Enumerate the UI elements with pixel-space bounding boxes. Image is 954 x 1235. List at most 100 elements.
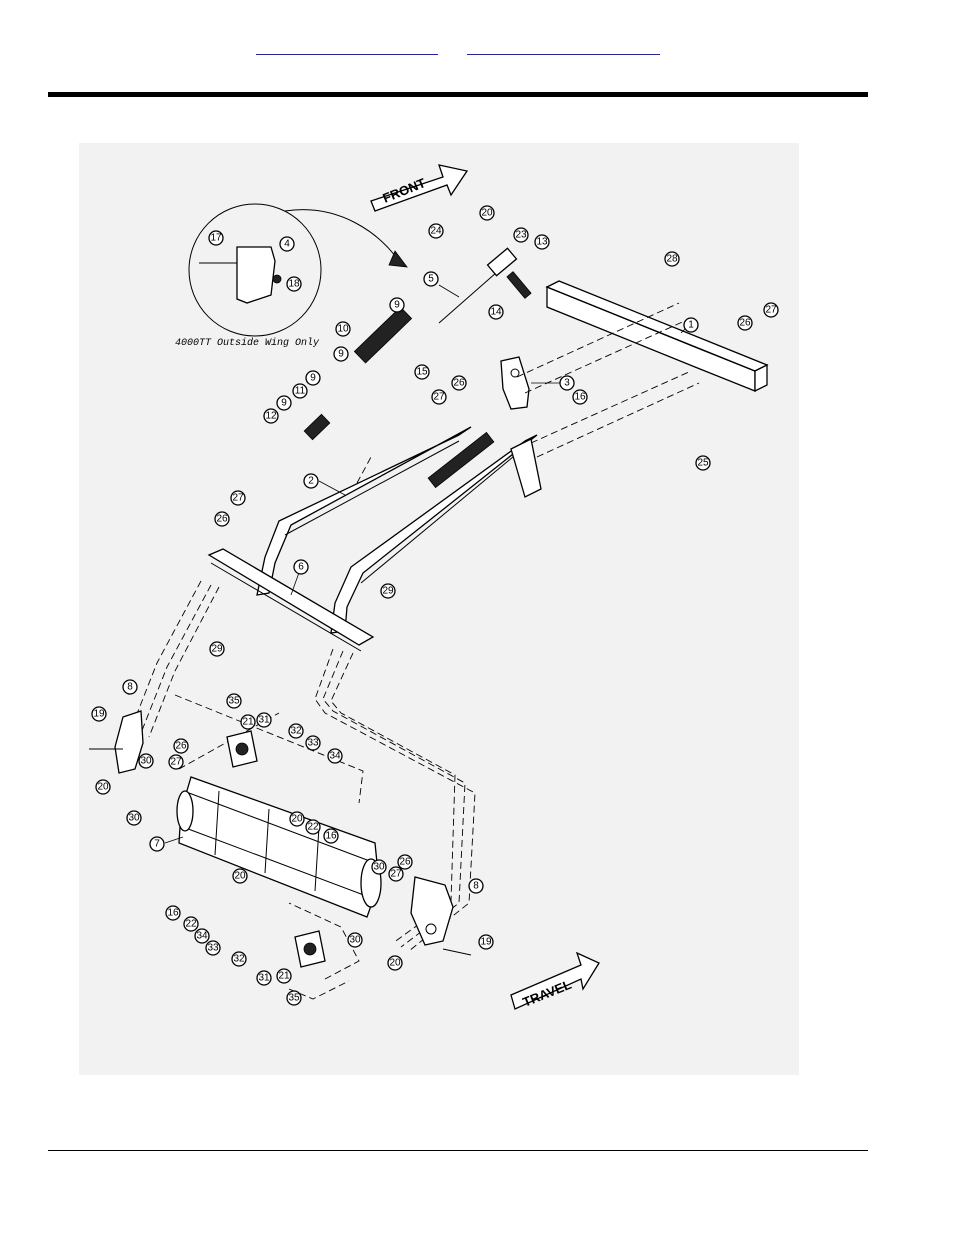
svg-text:1: 1: [688, 320, 694, 331]
svg-text:33: 33: [207, 943, 219, 954]
svg-text:30: 30: [140, 756, 152, 767]
callout-23: 23: [513, 227, 529, 243]
callout-29a: 29: [209, 641, 225, 657]
svg-text:26: 26: [216, 514, 228, 525]
callout-22a: 22: [305, 819, 321, 835]
svg-text:34: 34: [329, 751, 341, 762]
svg-text:27: 27: [390, 869, 402, 880]
callout-5: 5: [423, 271, 460, 298]
svg-text:34: 34: [196, 931, 208, 942]
svg-text:14: 14: [490, 307, 502, 318]
svg-text:24: 24: [430, 226, 442, 237]
callout-26a: 26: [737, 315, 753, 331]
callout-30a: 30: [138, 753, 154, 769]
parts-diagram: FRONT 4000TT Outside Wing Only: [79, 143, 799, 1075]
svg-text:16: 16: [574, 392, 586, 403]
svg-text:21: 21: [242, 717, 254, 728]
svg-text:9: 9: [310, 373, 316, 384]
travel-arrow: TRAVEL: [510, 951, 600, 1010]
callout-1: 1: [680, 317, 699, 334]
callout-8b: 8: [468, 878, 484, 894]
svg-text:20: 20: [291, 814, 303, 825]
callout-34a: 34: [327, 748, 343, 764]
svg-text:26: 26: [399, 857, 411, 868]
callout-31b: 31: [256, 970, 272, 986]
callout-18: 18: [286, 276, 302, 292]
callout-30d: 30: [347, 932, 363, 948]
callout-27b: 27: [431, 389, 447, 405]
callout-27d: 27: [168, 754, 184, 770]
front-arrow: FRONT: [370, 164, 469, 212]
callout-21b: 21: [276, 968, 292, 984]
svg-text:4: 4: [284, 239, 290, 250]
svg-text:29: 29: [382, 586, 394, 597]
callout-27a: 27: [763, 302, 779, 318]
svg-text:26: 26: [175, 741, 187, 752]
svg-text:27: 27: [232, 493, 244, 504]
arm-left: [256, 426, 472, 596]
svg-text:33: 33: [307, 738, 319, 749]
callout-10: 10: [335, 321, 351, 337]
callout-16c: 16: [165, 905, 181, 921]
svg-text:17: 17: [210, 233, 222, 244]
header-links: [0, 40, 954, 60]
callout-11: 11: [292, 383, 308, 399]
callout-20b: 20: [95, 779, 111, 795]
svg-text:26: 26: [739, 318, 751, 329]
callout-29b: 29: [380, 583, 396, 599]
svg-text:7: 7: [154, 839, 160, 850]
callout-7: 7: [149, 836, 184, 852]
callout-26d: 26: [173, 738, 189, 754]
callout-16b: 16: [323, 828, 339, 844]
arm-right: [330, 434, 542, 634]
callout-14: 14: [488, 304, 504, 320]
svg-text:8: 8: [127, 682, 133, 693]
svg-text:16: 16: [167, 908, 179, 919]
svg-text:35: 35: [228, 696, 240, 707]
header-link-right[interactable]: [467, 40, 660, 55]
svg-text:32: 32: [233, 954, 245, 965]
callout-27e: 27: [388, 866, 404, 882]
callout-9a: 9: [389, 297, 405, 313]
header-rule: [48, 92, 868, 97]
callout-21a: 21: [240, 714, 256, 730]
callout-26e: 26: [397, 854, 413, 870]
callout-25: 25: [695, 455, 711, 471]
cross-bar: [207, 548, 375, 652]
svg-text:30: 30: [373, 862, 385, 873]
callout-16a: 16: [572, 389, 588, 405]
callout-20e: 20: [387, 955, 403, 971]
svg-text:35: 35: [288, 993, 300, 1004]
roller: [176, 776, 382, 918]
callout-27c: 27: [230, 490, 246, 506]
svg-text:27: 27: [170, 757, 182, 768]
svg-text:9: 9: [281, 398, 287, 409]
header-link-left[interactable]: [256, 40, 438, 55]
svg-text:30: 30: [128, 813, 140, 824]
callout-19a: 19: [91, 706, 107, 722]
bracket-left: [89, 710, 144, 774]
svg-text:22: 22: [307, 822, 319, 833]
callout-34b: 34: [194, 928, 210, 944]
svg-text:27: 27: [433, 392, 445, 403]
parts-diagram-svg: FRONT 4000TT Outside Wing Only: [89, 164, 779, 1010]
inset-note: 4000TT Outside Wing Only: [175, 337, 320, 349]
svg-text:5: 5: [428, 274, 434, 285]
callout-35a: 35: [226, 693, 242, 709]
callout-22b: 22: [183, 916, 199, 932]
svg-text:30: 30: [349, 935, 361, 946]
svg-text:27: 27: [765, 305, 777, 316]
svg-text:31: 31: [258, 973, 270, 984]
callout-3: 3: [531, 375, 575, 391]
springs: [303, 306, 495, 489]
svg-text:20: 20: [234, 871, 246, 882]
svg-text:25: 25: [697, 458, 709, 469]
callout-9b: 9: [333, 346, 349, 362]
svg-text:2: 2: [308, 476, 314, 487]
svg-text:15: 15: [416, 367, 428, 378]
callout-20c: 20: [289, 811, 305, 827]
callout-17: 17: [208, 230, 224, 246]
main-frame-bar: [545, 280, 769, 393]
callout-30c: 30: [371, 859, 387, 875]
svg-text:9: 9: [394, 300, 400, 311]
